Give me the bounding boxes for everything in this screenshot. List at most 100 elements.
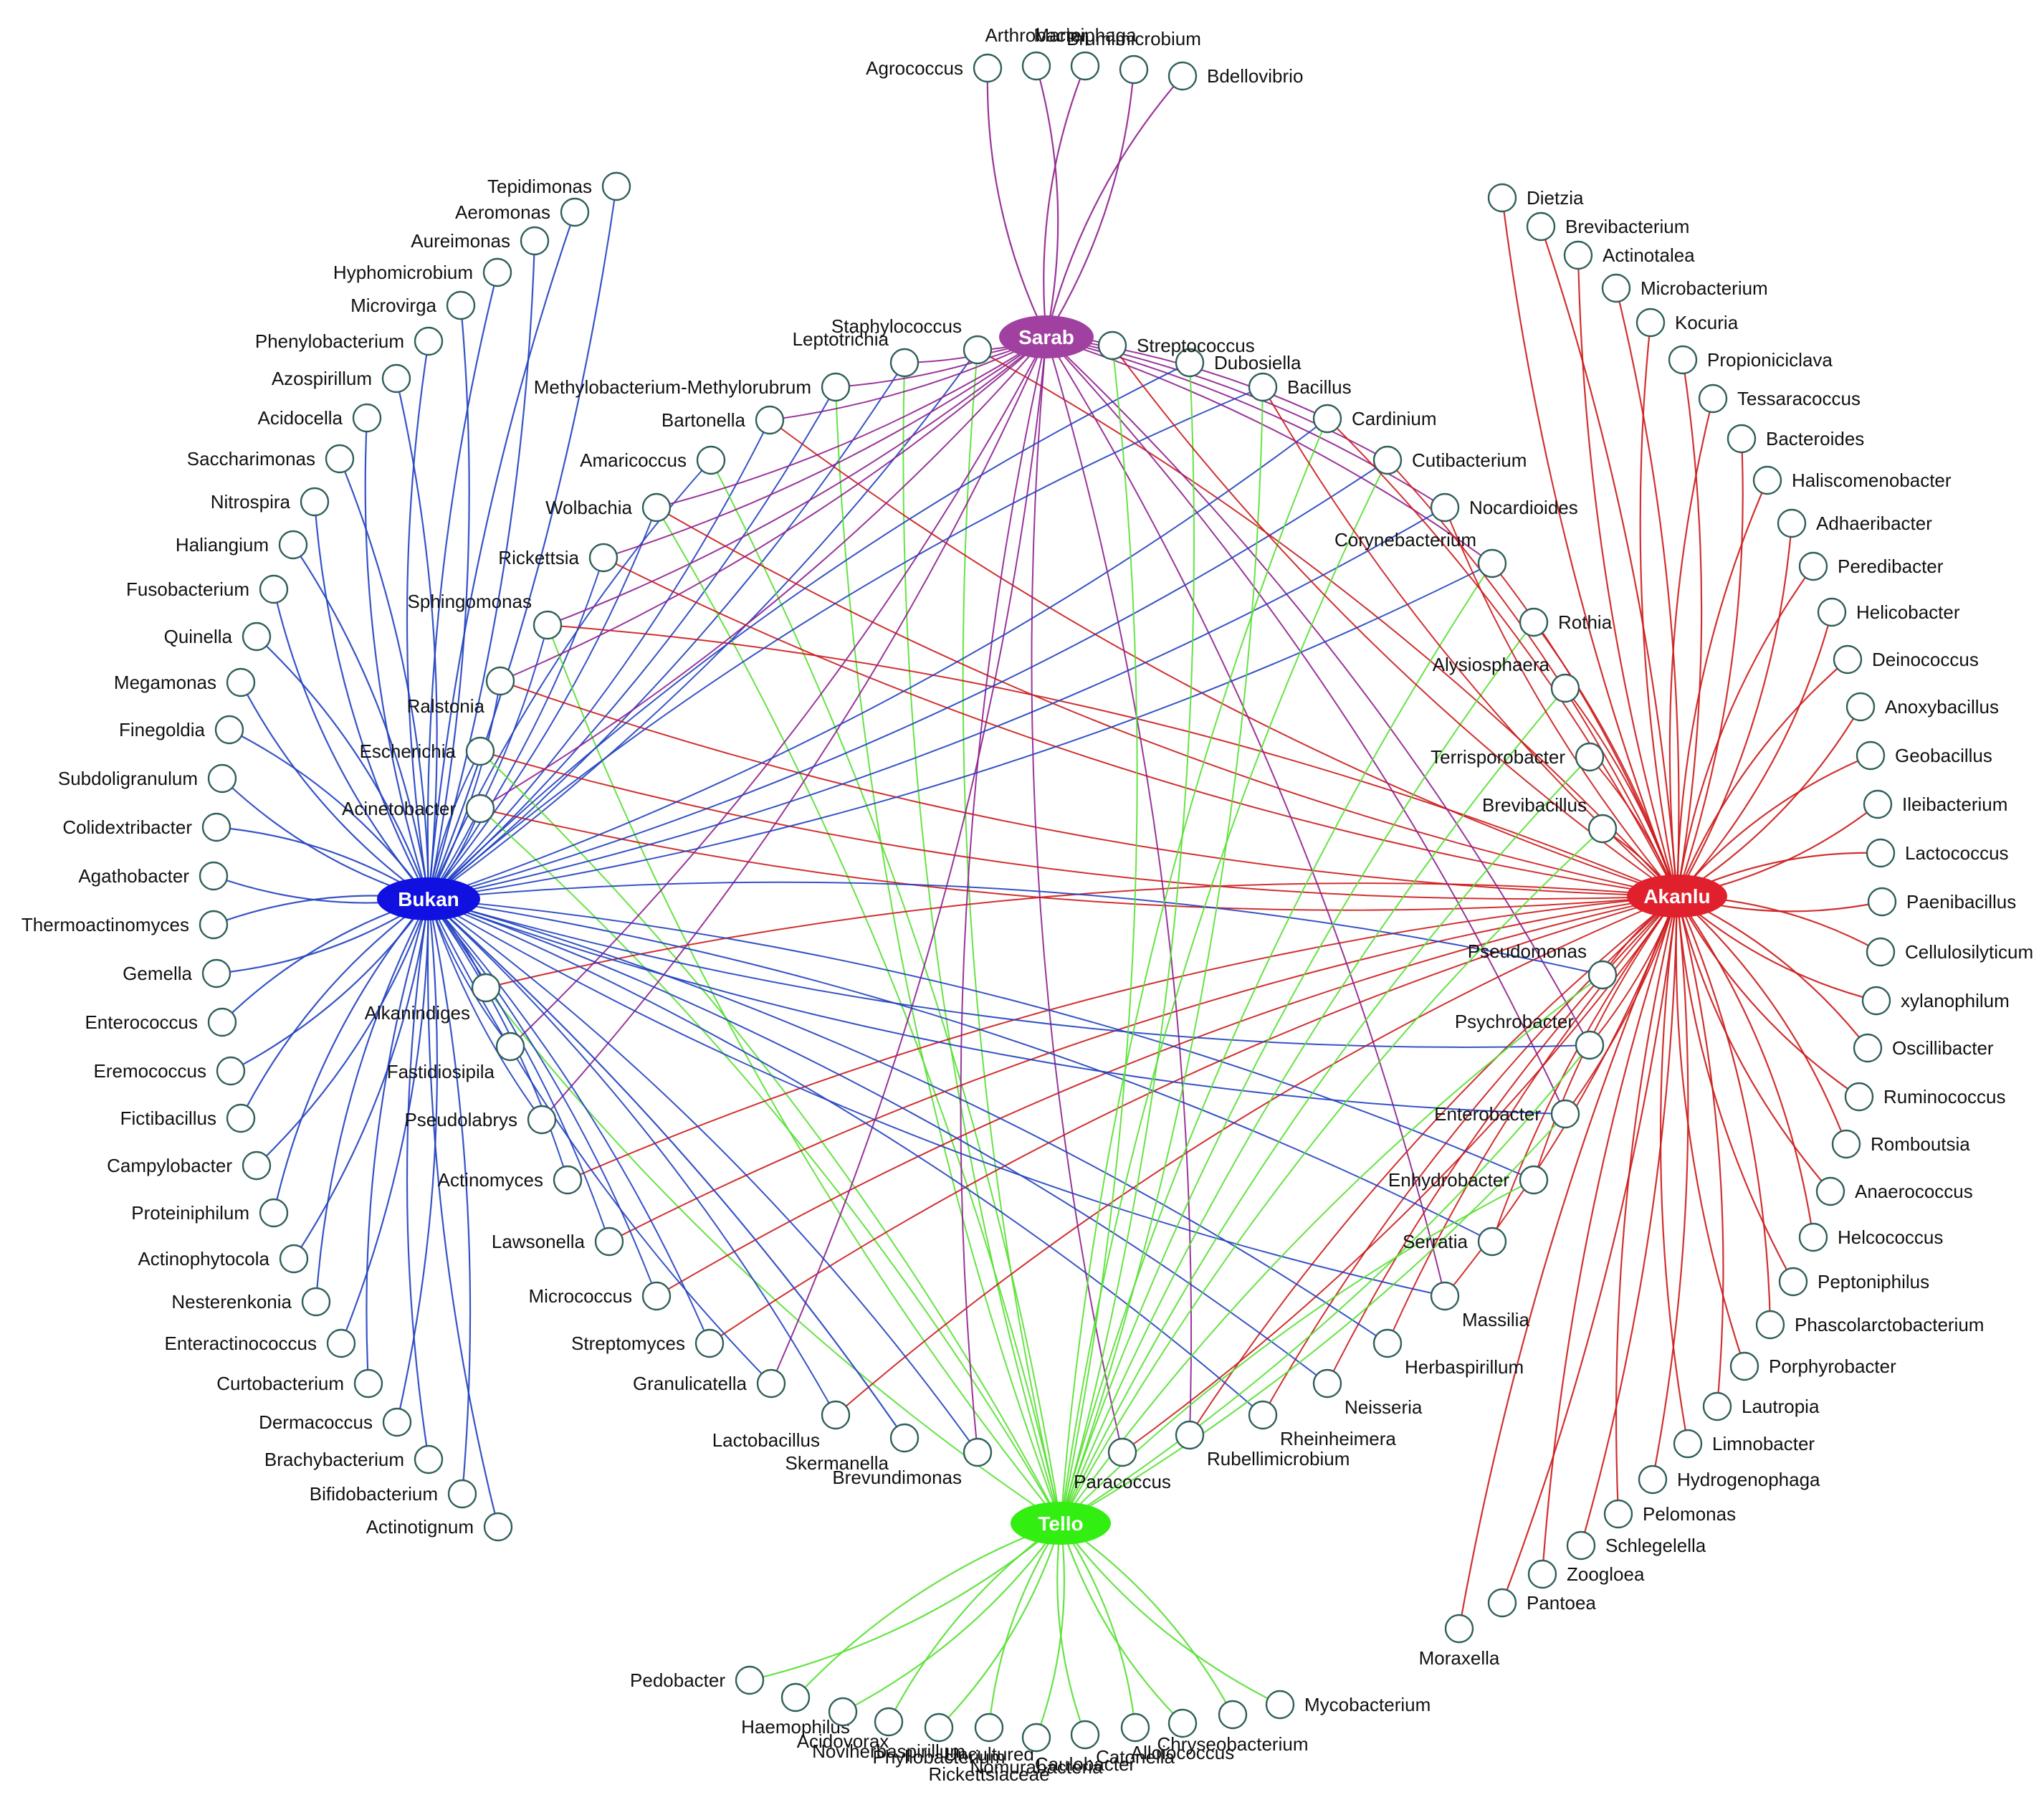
genus-node-lactobacillus[interactable]: Lactobacillus bbox=[712, 1400, 851, 1451]
genus-circle[interactable] bbox=[1430, 492, 1460, 523]
genus-node-romboutsia[interactable]: Romboutsia bbox=[1831, 1129, 1970, 1159]
genus-circle[interactable] bbox=[1021, 51, 1051, 81]
genus-node-nocardioides[interactable]: Nocardioides bbox=[1430, 492, 1578, 523]
genus-node-helicobacter[interactable]: Helicobacter bbox=[1817, 597, 1960, 627]
genus-circle[interactable] bbox=[482, 257, 512, 287]
genus-node-pseudolabrys[interactable]: Pseudolabrys bbox=[404, 1105, 557, 1135]
genus-circle[interactable] bbox=[1566, 1530, 1596, 1561]
genus-circle[interactable] bbox=[1575, 1030, 1605, 1060]
genus-node-colidextribacter[interactable]: Colidextribacter bbox=[62, 812, 231, 842]
genus-node-amaricoccus[interactable]: Amaricoccus bbox=[580, 445, 726, 475]
genus-node-brachybacterium[interactable]: Brachybacterium bbox=[264, 1444, 444, 1475]
genus-circle[interactable] bbox=[1866, 838, 1896, 868]
genus-node-actinotignum[interactable]: Actinotignum bbox=[366, 1512, 513, 1542]
genus-circle[interactable] bbox=[1550, 673, 1580, 703]
genus-circle[interactable] bbox=[1844, 1082, 1874, 1112]
hub-sarab[interactable]: Sarab bbox=[999, 315, 1094, 358]
genus-circle[interactable] bbox=[1845, 692, 1876, 722]
genus-node-haliangium[interactable]: Haliangium bbox=[176, 530, 308, 560]
genus-circle[interactable] bbox=[1833, 644, 1863, 675]
hub-ellipse[interactable] bbox=[999, 315, 1094, 358]
genus-circle[interactable] bbox=[242, 1151, 272, 1181]
genus-circle[interactable] bbox=[1487, 1588, 1517, 1618]
genus-circle[interactable] bbox=[828, 1697, 858, 1727]
genus-node-oscillibacter[interactable]: Oscillibacter bbox=[1853, 1033, 1994, 1063]
genus-node-brevundimonas[interactable]: Brevundimonas bbox=[832, 1437, 993, 1488]
genus-circle[interactable] bbox=[1575, 742, 1605, 772]
genus-circle[interactable] bbox=[414, 1444, 444, 1475]
genus-circle[interactable] bbox=[1853, 1033, 1883, 1063]
genus-node-streptococcus[interactable]: Streptococcus bbox=[1097, 330, 1255, 361]
genus-circle[interactable] bbox=[1526, 211, 1556, 242]
genus-node-fictibacillus[interactable]: Fictibacillus bbox=[120, 1103, 256, 1133]
genus-node-peredibacter[interactable]: Peredibacter bbox=[1798, 551, 1944, 581]
genus-circle[interactable] bbox=[641, 492, 672, 523]
genus-node-cardinium[interactable]: Cardinium bbox=[1312, 404, 1437, 434]
genus-circle[interactable] bbox=[594, 1226, 624, 1257]
genus-circle[interactable] bbox=[279, 1244, 309, 1274]
genus-node-campylobacter[interactable]: Campylobacter bbox=[107, 1151, 272, 1181]
genus-circle[interactable] bbox=[963, 1437, 993, 1467]
genus-circle[interactable] bbox=[259, 574, 289, 604]
genus-circle[interactable] bbox=[1635, 308, 1666, 338]
genus-circle[interactable] bbox=[352, 403, 382, 433]
genus-node-actinomyces[interactable]: Actinomyces bbox=[438, 1165, 583, 1195]
genus-circle[interactable] bbox=[1550, 1099, 1580, 1129]
genus-node-nesterenkonia[interactable]: Nesterenkonia bbox=[171, 1287, 331, 1317]
genus-circle[interactable] bbox=[1866, 937, 1896, 967]
genus-circle[interactable] bbox=[326, 1328, 356, 1358]
genus-node-rheinheimera[interactable]: Rheinheimera bbox=[1248, 1400, 1396, 1449]
genus-node-arthrobacter[interactable]: Arthrobacter bbox=[985, 24, 1088, 81]
genus-circle[interactable] bbox=[1698, 384, 1728, 414]
genus-node-eremococcus[interactable]: Eremococcus bbox=[94, 1056, 246, 1086]
genus-node-escherichia[interactable]: Escherichia bbox=[360, 736, 495, 766]
genus-circle[interactable] bbox=[1729, 1351, 1759, 1381]
genus-node-schlegelella[interactable]: Schlegelella bbox=[1566, 1530, 1706, 1561]
genus-circle[interactable] bbox=[1798, 551, 1828, 581]
genus-circle[interactable] bbox=[382, 1407, 412, 1437]
genus-circle[interactable] bbox=[1863, 789, 1893, 819]
genus-node-curtobacterium[interactable]: Curtobacterium bbox=[216, 1368, 383, 1399]
genus-node-limnobacter[interactable]: Limnobacter bbox=[1673, 1429, 1815, 1459]
genus-node-dermacoccus[interactable]: Dermacoccus bbox=[259, 1407, 412, 1437]
genus-circle[interactable] bbox=[588, 543, 619, 573]
genus-circle[interactable] bbox=[889, 348, 920, 378]
genus-circle[interactable] bbox=[1815, 1176, 1845, 1206]
genus-circle[interactable] bbox=[1021, 1723, 1051, 1753]
genus-circle[interactable] bbox=[641, 1281, 672, 1311]
genus-circle[interactable] bbox=[1727, 424, 1757, 454]
genus-circle[interactable] bbox=[495, 1032, 525, 1062]
genus-circle[interactable] bbox=[199, 910, 229, 940]
genus-circle[interactable] bbox=[414, 326, 444, 356]
genus-node-noviherbaspirillum[interactable]: Noviherbaspirillum bbox=[812, 1707, 965, 1762]
genus-circle[interactable] bbox=[1265, 1690, 1295, 1720]
genus-node-dietzia[interactable]: Dietzia bbox=[1487, 183, 1584, 213]
genus-node-anoxybacillus[interactable]: Anoxybacillus bbox=[1845, 692, 1999, 722]
genus-circle[interactable] bbox=[1601, 273, 1631, 303]
genus-circle[interactable] bbox=[821, 1400, 851, 1430]
genus-circle[interactable] bbox=[696, 445, 726, 475]
genus-node-paenibacillus[interactable]: Paenibacillus bbox=[1867, 887, 2016, 917]
genus-circle[interactable] bbox=[201, 958, 231, 989]
genus-node-rothia[interactable]: Rothia bbox=[1519, 607, 1613, 637]
genus-node-proteiniphilum[interactable]: Proteiniphilum bbox=[131, 1198, 289, 1228]
genus-node-megamonas[interactable]: Megamonas bbox=[114, 667, 256, 697]
genus-circle[interactable] bbox=[973, 53, 1003, 83]
hub-tello[interactable]: Tello bbox=[1011, 1502, 1111, 1545]
genus-node-azospirillum[interactable]: Azospirillum bbox=[272, 363, 411, 394]
genus-node-anaerococcus[interactable]: Anaerococcus bbox=[1815, 1176, 1973, 1206]
genus-node-acidocella[interactable]: Acidocella bbox=[257, 403, 382, 433]
genus-circle[interactable] bbox=[1248, 1400, 1278, 1430]
genus-node-geobacillus[interactable]: Geobacillus bbox=[1856, 740, 1992, 771]
genus-circle[interactable] bbox=[1638, 1464, 1668, 1495]
genus-node-paracoccus[interactable]: Paracoccus bbox=[1074, 1437, 1171, 1492]
genus-node-aeromonas[interactable]: Aeromonas bbox=[455, 197, 590, 227]
genus-circle[interactable] bbox=[1175, 1420, 1205, 1450]
genus-node-catonella[interactable]: Catonella bbox=[1096, 1712, 1175, 1768]
genus-circle[interactable] bbox=[601, 171, 631, 201]
genus-circle[interactable] bbox=[1218, 1700, 1248, 1730]
genus-circle[interactable] bbox=[1563, 240, 1593, 270]
genus-node-enteractinococcus[interactable]: Enteractinococcus bbox=[165, 1328, 356, 1358]
genus-circle[interactable] bbox=[242, 621, 272, 652]
